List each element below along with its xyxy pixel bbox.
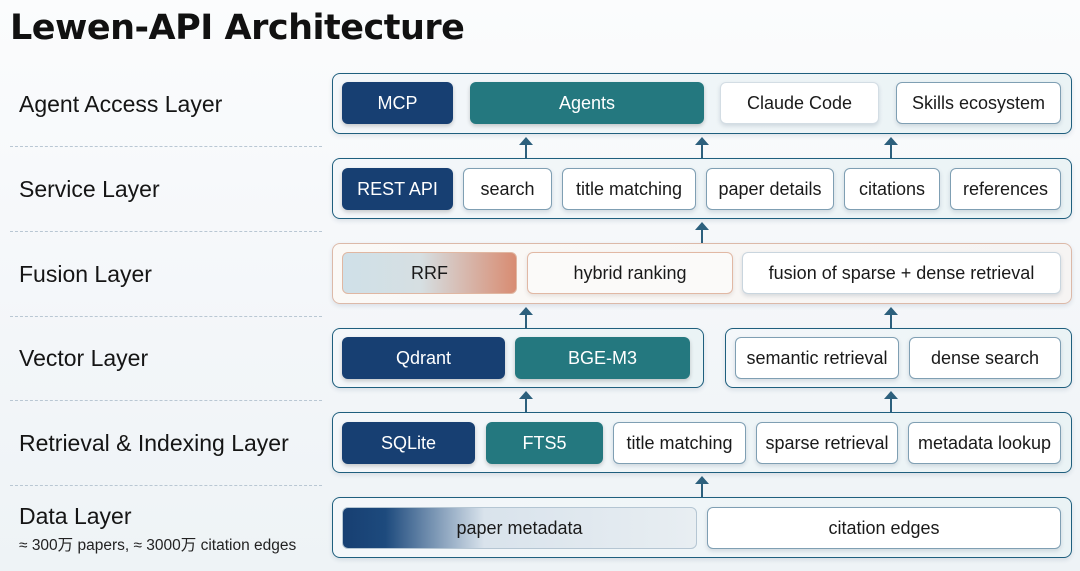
arrow-up-icon [519, 137, 533, 159]
service-layer-group [332, 158, 1072, 219]
layer-label-agent-access: Agent Access Layer [19, 91, 223, 117]
rest-api-box: REST API [342, 168, 453, 210]
layer-label-data: Data Layer [19, 503, 132, 529]
arrow-up-icon [884, 307, 898, 328]
divider [10, 146, 322, 147]
data-layer-stats: ≈ 300万 papers, ≈ 3000万 citation edges [19, 537, 297, 554]
claude-code-box: Claude Code [720, 82, 879, 124]
arrow-up-icon [695, 476, 709, 498]
sparse-retrieval-box: sparse retrieval [756, 422, 898, 464]
arrow-up-icon [695, 222, 709, 244]
page-title: Lewen-API Architecture [10, 8, 465, 48]
bge-m3-box: BGE-M3 [515, 337, 690, 379]
references-box: references [950, 168, 1061, 210]
divider [10, 231, 322, 232]
layer-label-retrieval-indexing: Retrieval & Indexing Layer [19, 430, 289, 456]
arrow-up-icon [884, 391, 898, 412]
semantic-retrieval-box: semantic retrieval [735, 337, 899, 379]
rrf-box: RRF [342, 252, 517, 294]
divider [10, 400, 322, 401]
mcp-box: MCP [342, 82, 453, 124]
arrow-up-icon [519, 391, 533, 412]
hybrid-ranking-box: hybrid ranking [527, 252, 733, 294]
arrow-up-icon [884, 137, 898, 159]
search-box: search [463, 168, 552, 210]
qdrant-box: Qdrant [342, 337, 505, 379]
layer-label-service: Service Layer [19, 176, 160, 202]
citation-edges-box: citation edges [707, 507, 1061, 549]
layer-label-vector: Vector Layer [19, 345, 149, 371]
divider [10, 316, 322, 317]
sqlite-box: SQLite [342, 422, 475, 464]
sparse-dense-fusion-box: fusion of sparse + dense retrieval [742, 252, 1061, 294]
agents-box: Agents [470, 82, 704, 124]
layer-label-fusion: Fusion Layer [19, 261, 152, 287]
arrow-up-icon [519, 307, 533, 328]
title-matching-index-box: title matching [613, 422, 746, 464]
paper-metadata-box: paper metadata [342, 507, 697, 549]
title-matching-box: title matching [562, 168, 696, 210]
fts5-box: FTS5 [486, 422, 603, 464]
metadata-lookup-box: metadata lookup [908, 422, 1061, 464]
paper-details-box: paper details [706, 168, 834, 210]
dense-search-box: dense search [909, 337, 1061, 379]
arrow-up-icon [695, 137, 709, 159]
skills-ecosystem-box: Skills ecosystem [896, 82, 1061, 124]
divider [10, 485, 322, 486]
citations-box: citations [844, 168, 940, 210]
